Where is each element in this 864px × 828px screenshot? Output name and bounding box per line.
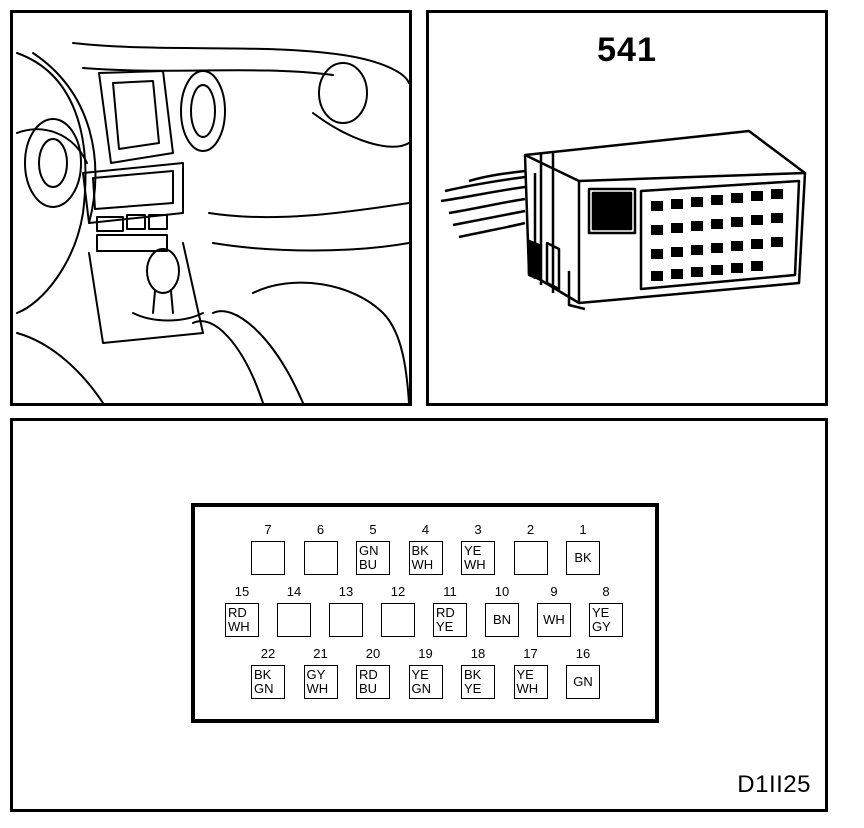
wire-color-code: WH — [411, 557, 434, 572]
pin-number-label: 16 — [575, 646, 591, 661]
pin-number-label: 17 — [523, 646, 538, 661]
pin-number-label: 5 — [369, 522, 377, 537]
wire-color-code: BU — [359, 681, 378, 696]
wire-color-code: WH — [516, 681, 539, 696]
pin-number-label: 12 — [390, 584, 406, 599]
pin-number-label: 15 — [234, 584, 250, 599]
pin-cavity — [329, 603, 363, 637]
wire-color-code: BK — [254, 667, 272, 682]
wire-color-code: YE — [592, 605, 610, 620]
wire-color-code: RD — [359, 667, 378, 682]
wire-color-code: YE — [464, 543, 482, 558]
wire-color-code: WH — [306, 681, 329, 696]
pin-cavity: WH — [537, 603, 571, 637]
pin-number-label: 1 — [579, 522, 587, 537]
reference-code: D1II25 — [737, 771, 811, 798]
pin-number-label: 14 — [286, 584, 302, 599]
pin-cavity — [251, 541, 285, 575]
pin-number-label: 20 — [365, 646, 381, 661]
pin-cavity: GN — [566, 665, 600, 699]
wire-color-code: BN — [492, 612, 512, 627]
pin-cavity — [303, 541, 338, 575]
wire-color-code: WH — [464, 557, 486, 572]
wire-color-code: GN — [573, 674, 593, 689]
pin-cavity: BK — [566, 541, 600, 575]
wire-color-code: YE — [411, 667, 429, 682]
wire-color-code: YE — [464, 681, 482, 696]
wire-color-code: BU — [359, 557, 378, 572]
wire-color-code: YE — [436, 619, 454, 634]
connector-illustration — [440, 129, 807, 311]
pin-number-label: 8 — [602, 584, 610, 599]
pin-number-label: 18 — [470, 646, 486, 661]
pin-number-label: 7 — [264, 522, 272, 537]
pin-number-label: 4 — [421, 522, 430, 537]
pin-number-label: 13 — [338, 584, 354, 599]
wire-color-code: WH — [228, 619, 250, 634]
connector-illustration-panel: 541 — [426, 10, 828, 406]
wire-color-code: RD — [228, 605, 247, 620]
pin-number-label: 2 — [526, 522, 535, 537]
wire-color-code: GN — [411, 681, 432, 696]
location-illustration-panel — [10, 10, 412, 406]
pin-number-label: 11 — [443, 584, 457, 599]
pin-number-label: 19 — [418, 646, 433, 661]
pin-cavity — [381, 603, 415, 637]
pin-cavity: BN — [485, 603, 519, 637]
pin-cavity — [513, 541, 548, 575]
wire-color-code: GY — [592, 619, 611, 634]
pin-number-label: 22 — [260, 646, 276, 661]
dashboard-illustration — [16, 42, 409, 403]
wire-color-code: GY — [306, 667, 326, 682]
pin-number-label: 21 — [313, 646, 328, 661]
wire-color-code: BK — [464, 667, 482, 682]
wire-color-code: BK — [411, 543, 429, 558]
wire-color-code: GN — [359, 543, 379, 558]
wire-color-code: GN — [254, 681, 274, 696]
pin-number-label: 10 — [494, 584, 510, 599]
connector-number: 541 — [597, 31, 657, 69]
wire-color-code: YE — [516, 667, 534, 682]
pin-number-label: 9 — [550, 584, 558, 599]
wire-color-code: WH — [543, 612, 565, 627]
pin-number-label: 3 — [474, 522, 482, 537]
wire-color-code: RD — [436, 605, 455, 620]
pin-cavity — [277, 603, 311, 637]
wire-color-code: BK — [574, 550, 592, 565]
pin-number-label: 6 — [316, 522, 325, 537]
